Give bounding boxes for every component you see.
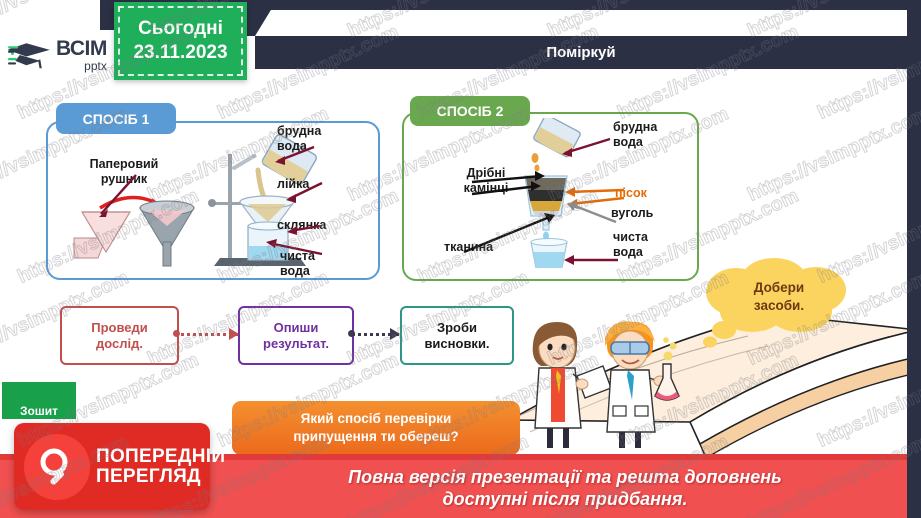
footer-strip <box>0 454 921 460</box>
flow-connector-2-arrow-icon <box>390 328 400 340</box>
cloud-text: Добери засоби. <box>700 258 858 336</box>
flow-connector-2 <box>351 333 399 336</box>
method-1-tag: СПОСІБ 1 <box>56 103 176 134</box>
page-title: Поміркуй <box>546 44 616 61</box>
cloud-shape-icon <box>703 258 846 348</box>
brand-logo: ВСІМ pptx <box>0 30 123 80</box>
flow-connector-2-start <box>348 330 355 337</box>
method-2-label-charcoal: вуголь <box>611 206 654 220</box>
footer-message: Повна версія презентації та решта доповн… <box>215 460 915 516</box>
frame-right-border <box>907 0 921 518</box>
flow-step-3[interactable]: Зроби висновки. <box>400 306 514 365</box>
students-illustration <box>532 321 680 448</box>
method-2-label-clean-water: чиста вода <box>613 230 648 259</box>
method-2-label-dirty-water: брудна вода <box>613 120 658 149</box>
method-1-label-dirty-water: брудна вода <box>277 124 322 153</box>
notebook-badge-label: Зошит <box>19 404 59 418</box>
cloud-line-2: засоби. <box>753 298 805 313</box>
method-1-tag-label: СПОСІБ 1 <box>82 110 150 127</box>
notebook-badge: Зошит <box>2 382 76 419</box>
preview-line-1: ПОПЕРЕДНІЙ <box>96 445 226 467</box>
flow-step-1[interactable]: Проведи дослід. <box>60 306 179 365</box>
preview-line-2: ПЕРЕГЛЯД <box>96 465 201 487</box>
preview-button[interactable]: ПОПЕРЕДНІЙ ПЕРЕГЛЯД <box>14 423 225 510</box>
method-2-tag-label: СПОСІБ 2 <box>436 103 504 119</box>
method-1-arrows <box>99 145 323 256</box>
slide-header-bar: Поміркуй <box>255 36 907 69</box>
brand-subtitle: pptx <box>84 59 107 73</box>
method-1-illustration <box>73 134 318 267</box>
method-2-panel <box>402 112 699 281</box>
footer-line-1: Повна версія презентації та решта доповн… <box>348 466 782 487</box>
question-banner: Який спосіб перевірки припущення ти обер… <box>232 401 520 455</box>
magnifier-icon <box>24 433 90 500</box>
method-1-label-funnel: лійка <box>277 177 310 191</box>
brand-name: ВСІМ <box>56 37 107 60</box>
method-2-arrows <box>463 137 625 265</box>
flow-step-1-label: Проведи дослід. <box>91 319 148 351</box>
flow-step-2[interactable]: Опиши результат. <box>238 306 354 365</box>
method-2-tag: СПОСІБ 2 <box>410 96 530 126</box>
flow-step-2-label: Опиши результат. <box>263 319 329 351</box>
method-1-label-glass: склянка <box>277 218 327 232</box>
question-line-2: припущення ти обереш? <box>293 429 459 444</box>
footer-line-2: доступні після придбання. <box>442 489 688 509</box>
date-badge-label: Сьогодні <box>138 18 223 40</box>
flow-step-3-label: Зроби висновки. <box>424 319 490 351</box>
preview-button-label: ПОПЕРЕДНІЙ ПЕРЕГЛЯД <box>96 445 226 487</box>
frame-top-border <box>255 0 921 10</box>
cloud-line-1: Добери <box>753 279 805 295</box>
flow-connector-1-arrow-icon <box>229 328 239 340</box>
method-2-label-cloth: тканина <box>444 240 494 254</box>
method-1-label-clean-water: чиста вода <box>280 249 315 278</box>
flow-connector-1-start <box>173 330 180 337</box>
date-badge-date: 23.11.2023 <box>133 42 228 63</box>
watermark-text: https://vsimpptx.com <box>744 103 921 206</box>
flow-connector-1 <box>176 333 238 336</box>
brand-logo-text: ВСІМ pptx <box>56 38 107 72</box>
speech-cloud: Добери засоби. <box>700 258 858 348</box>
question-line-1: Який спосіб перевірки <box>300 410 452 426</box>
method-1-panel <box>46 121 380 280</box>
date-badge: Сьогодні 23.11.2023 <box>114 2 247 80</box>
graduation-cap-icon <box>7 38 52 72</box>
